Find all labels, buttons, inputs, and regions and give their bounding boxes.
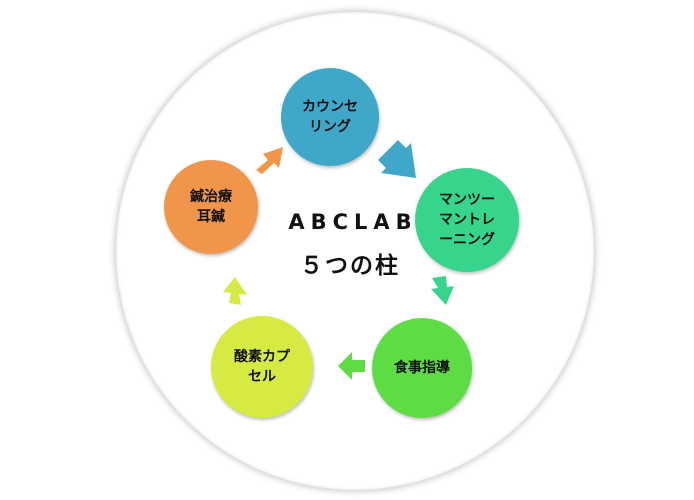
node-counseling: カウンセ リング [281,68,379,166]
node-counseling-label: カウンセ リング [302,99,358,135]
center-title-line1: ABCLAB [288,210,418,234]
node-personal-training-label: マンツー マントレ ーニング [439,192,495,248]
node-oxygen-capsule-label: 酸素カプ セル [234,349,290,385]
arrow-training-to-diet [431,276,454,305]
arrow-diet-to-oxygen [338,352,365,380]
center-title-line2: ５つの柱 [300,253,400,279]
node-personal-training: マンツー マントレ ーニング [415,168,519,272]
node-acupuncture-label: 鍼治療 耳鍼 [190,189,232,225]
node-diet-guidance: 食事指導 [372,318,472,418]
arrow-acupuncture-to-counseling [256,147,283,174]
arrow-oxygen-to-acupuncture [223,277,247,305]
node-acupuncture: 鍼治療 耳鍼 [164,160,258,254]
arrow-counseling-to-training [378,140,416,178]
center-title: ABCLAB ５つの柱 [250,210,450,280]
node-diet-guidance-label: 食事指導 [394,360,450,376]
node-oxygen-capsule: 酸素カプ セル [211,316,313,418]
